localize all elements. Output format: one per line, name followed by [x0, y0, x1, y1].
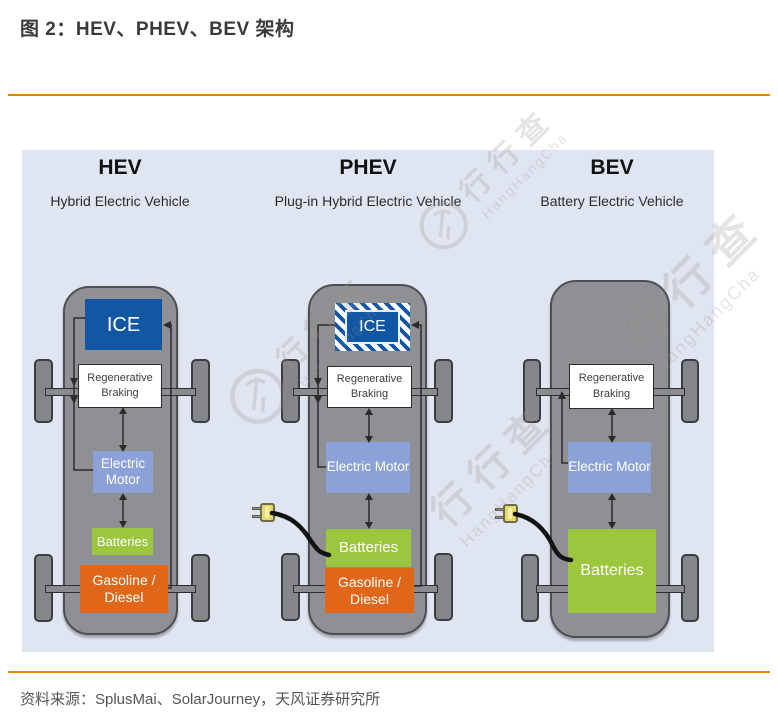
bottom-divider — [8, 671, 770, 673]
bev-name-label: Battery Electric Vehicle — [540, 193, 684, 209]
bev-abbr-label: BEV — [590, 156, 634, 179]
phev-abbr-label: PHEV — [339, 156, 397, 179]
source-attribution: 资料来源：SplusMai、SolarJourney，天风证券研究所 — [20, 691, 381, 708]
watermark: 行行查 HangHangCha — [403, 94, 574, 265]
figure-title: 图 2：HEV、PHEV、BEV 架构 — [20, 19, 295, 40]
hev-name-label: Hybrid Electric Vehicle — [50, 193, 190, 209]
hanghangcha-logo-icon — [419, 201, 468, 250]
column-header-phev: PHEV Plug-in Hybrid Electric Vehicle — [248, 156, 488, 209]
column-header-bev: BEV Battery Electric Vehicle — [492, 156, 732, 209]
column-header-hev: HEV Hybrid Electric Vehicle — [0, 156, 240, 209]
watermark: 行行查 HangHangCha — [214, 262, 392, 440]
phev-name-label: Plug-in Hybrid Electric Vehicle — [274, 193, 462, 209]
hev-abbr-label: HEV — [98, 156, 142, 179]
hanghangcha-logo-icon — [230, 368, 286, 424]
top-divider — [8, 94, 770, 96]
